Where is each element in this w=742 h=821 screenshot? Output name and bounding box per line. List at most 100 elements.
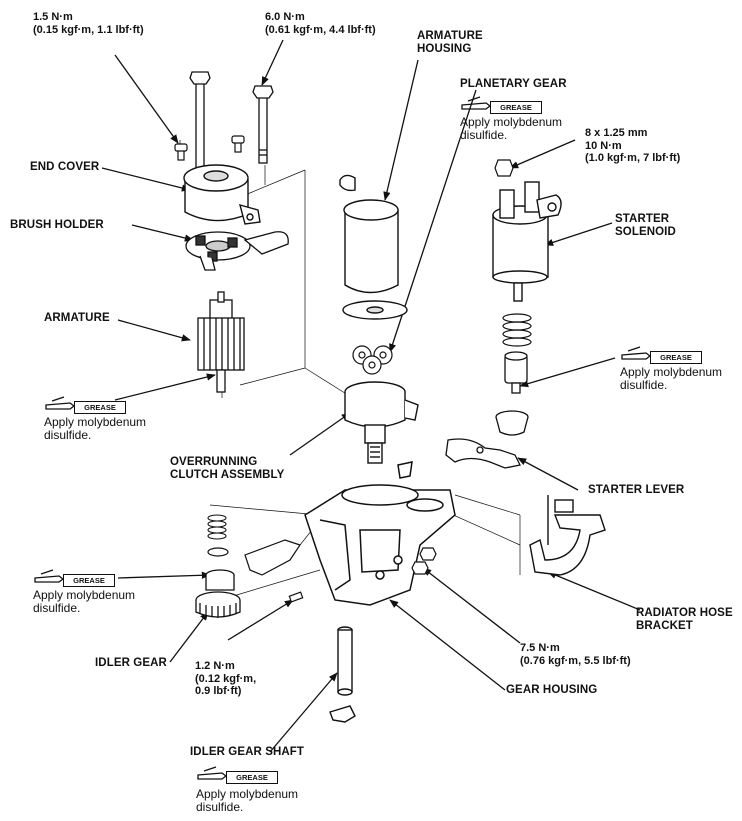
grease-note-shaft: Apply molybdenum disulfide.: [196, 788, 298, 814]
idler-gear-part: [195, 569, 241, 618]
label-line: BRACKET: [636, 620, 693, 632]
label-armature: ARMATURE: [44, 312, 110, 324]
leader-solenoid-nut: [509, 139, 576, 169]
torque-value: 1.5 N·m: [33, 11, 73, 23]
label-radiator-hose-bracket: RADIATOR HOSE BRACKET: [636, 607, 733, 633]
leader-grease-idler: [117, 571, 211, 579]
torque-through-bolt: 6.0 N·m (0.61 kgf·m, 4.4 lbf·ft): [265, 11, 376, 36]
label-armature-housing: ARMATURE HOUSING: [417, 30, 483, 56]
starter-lever-part: [445, 438, 521, 469]
starter-solenoid-part: [492, 181, 562, 302]
leader-gear-housing: [389, 599, 506, 691]
torque-end-cover: 1.5 N·m (0.15 kgf·m, 1.1 lbf·ft): [33, 11, 144, 36]
note-line: disulfide.: [460, 128, 508, 142]
grease-note-planetary: Apply molybdenum disulfide.: [460, 116, 562, 142]
grease-symbol-idler: GREASE: [33, 568, 117, 588]
label-idler-gear-shaft: IDLER GEAR SHAFT: [190, 746, 305, 758]
end-cover-part: [183, 164, 261, 225]
leader-starter-lever: [517, 457, 579, 491]
plunger-spring: [502, 313, 532, 347]
leader-idler-bolt: [227, 599, 294, 641]
label-line: ARMATURE: [417, 30, 483, 42]
torque-housing-nut: 7.5 N·m (0.76 kgf·m, 5.5 lbf·ft): [520, 642, 631, 667]
leader-end-cover: [101, 167, 191, 192]
grease-note-idler: Apply molybdenum disulfide.: [33, 589, 135, 615]
leader-idler-shaft: [269, 672, 338, 753]
torque-size: 8 x 1.25 mm: [585, 127, 648, 139]
note-line: Apply molybdenum: [33, 588, 136, 602]
torque-value: 10 N·m: [585, 139, 622, 152]
note-line: Apply molybdenum: [460, 115, 563, 129]
grease-gun-icon: [34, 569, 65, 583]
note-line: Apply molybdenum: [620, 365, 723, 379]
note-line: Apply molybdenum: [196, 787, 299, 801]
torque-idler-bolt: 1.2 N·m (0.12 kgf·m, 0.9 lbf·ft): [195, 660, 256, 698]
torque-conversion: (0.61 kgf·m, 4.4 lbf·ft): [265, 23, 376, 36]
note-line: disulfide.: [33, 601, 81, 615]
leader-overrunning-clutch: [289, 412, 351, 456]
brush-holder-part: [185, 231, 289, 271]
leader-starter-solenoid: [544, 222, 613, 246]
grease-tag: GREASE: [74, 401, 126, 414]
leader-radiator-bracket: [547, 571, 641, 611]
grease-gun-icon: [621, 346, 652, 360]
label-idler-gear: IDLER GEAR: [95, 657, 167, 669]
label-line: CLUTCH ASSEMBLY: [170, 469, 285, 481]
grease-tag: GREASE: [226, 771, 278, 784]
torque-value: 7.5 N·m: [520, 642, 560, 654]
plunger-part: [504, 351, 528, 394]
label-line: HOUSING: [417, 43, 472, 55]
label-line: OVERRUNNING: [170, 456, 258, 468]
radiator-hose-bracket-part: [529, 495, 606, 576]
label-line: STARTER: [615, 213, 670, 225]
torque-value: 6.0 N·m: [265, 11, 305, 23]
leader-grease-armature: [114, 373, 216, 401]
grease-gun-icon: [461, 96, 492, 110]
grease-tag: GREASE: [650, 351, 702, 364]
label-starter-lever: STARTER LEVER: [588, 484, 685, 496]
grease-tag: GREASE: [63, 574, 115, 587]
leader-armature-housing: [383, 59, 419, 201]
leader-idler-gear: [169, 611, 209, 663]
planetary-gears-part: [352, 345, 393, 375]
grease-symbol-shaft: GREASE: [196, 765, 280, 785]
note-line: Apply molybdenum: [44, 415, 147, 429]
idler-gear-shaft-part: [329, 626, 356, 723]
solenoid-nut: [494, 159, 514, 177]
note-line: disulfide.: [620, 378, 668, 392]
overrunning-clutch-part: [344, 381, 419, 464]
leader-armature: [117, 319, 191, 342]
idler-bolt-part: [288, 591, 304, 603]
idler-spring: [207, 514, 227, 540]
armature-housing-part: [339, 174, 408, 320]
label-gear-housing: GEAR HOUSING: [506, 684, 598, 696]
label-overrunning-clutch: OVERRUNNING CLUTCH ASSEMBLY: [170, 456, 284, 482]
torque-value: 1.2 N·m: [195, 660, 235, 672]
grease-symbol-planetary: GREASE: [460, 95, 544, 115]
grease-note-plunger: Apply molybdenum disulfide.: [620, 366, 722, 392]
label-end-cover: END COVER: [30, 161, 100, 173]
armature-part: [197, 291, 245, 393]
housing-nuts: [411, 547, 437, 575]
end-cover-bolt-long: [189, 71, 211, 177]
torque-conversion: (0.12 kgf·m,: [195, 672, 257, 685]
label-brush-holder: BRUSH HOLDER: [10, 219, 104, 231]
torque-conversion: (0.76 kgf·m, 5.5 lbf·ft): [520, 654, 631, 667]
grease-symbol-plunger: GREASE: [620, 345, 704, 365]
torque-conversion: (0.15 kgf·m, 1.1 lbf·ft): [33, 23, 144, 36]
grease-tag: GREASE: [490, 101, 542, 114]
label-line: RADIATOR HOSE: [636, 607, 733, 619]
torque-conversion: (1.0 kgf·m, 7 lbf·ft): [585, 152, 681, 164]
note-line: disulfide.: [44, 428, 92, 442]
gear-housing-part: [304, 461, 456, 606]
leader-grease-plunger: [519, 357, 616, 388]
torque-solenoid-nut: 8 x 1.25 mm 10 N·m (1.0 kgf·m, 7 lbf·ft): [585, 127, 680, 165]
plunger-boot: [495, 410, 529, 436]
leader-through-bolt: [261, 39, 284, 86]
grease-symbol-armature: GREASE: [44, 395, 128, 415]
label-line: SOLENOID: [615, 226, 676, 238]
leader-housing-nut: [422, 567, 521, 644]
note-line: disulfide.: [196, 800, 244, 814]
label-planetary-gear: PLANETARY GEAR: [460, 78, 567, 90]
